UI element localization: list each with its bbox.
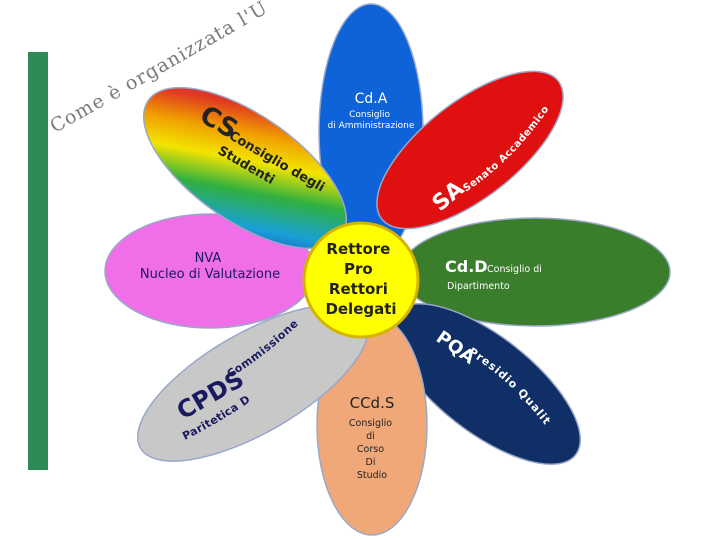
- petal-sa: [376, 70, 564, 230]
- center-text: Rettore Pro Rettori Delegati: [325, 240, 396, 318]
- cdd-label-line1: Consiglio di: [487, 264, 542, 275]
- ccds-label: Consiglio di Corso Di Studio: [349, 418, 395, 481]
- center-line-pro: Pro: [344, 260, 373, 278]
- center-line-rettore: Rettore: [326, 240, 390, 258]
- cda-abbr: Cd.A: [355, 91, 388, 107]
- ccds-label-line3: Corso: [357, 444, 384, 455]
- nva-label: NVA Nucleo di Valutazione: [140, 251, 280, 282]
- ccds-label-line2: di: [366, 431, 375, 442]
- cda-label: Consiglio di Amministrazione: [328, 110, 415, 131]
- nva-abbr: NVA: [195, 251, 222, 266]
- center-line-rettori: Rettori: [329, 280, 388, 298]
- cda-label-line1: Consiglio: [349, 110, 390, 120]
- ccds-label-line1: Consiglio: [349, 418, 392, 429]
- ccds-label-line5: Studio: [357, 470, 387, 481]
- center-line-delegati: Delegati: [325, 300, 396, 318]
- ccds-abbr: CCd.S: [350, 394, 395, 412]
- cda-label-line2: di Amministrazione: [328, 121, 415, 131]
- cdd-abbr: Cd.D: [445, 257, 488, 276]
- nva-full: Nucleo di Valutazione: [140, 267, 280, 282]
- cdd-label-line2: Dipartimento: [447, 281, 510, 292]
- ccds-label-line4: Di: [366, 457, 376, 468]
- accent-bar: [28, 52, 48, 470]
- center-circle: [302, 221, 420, 339]
